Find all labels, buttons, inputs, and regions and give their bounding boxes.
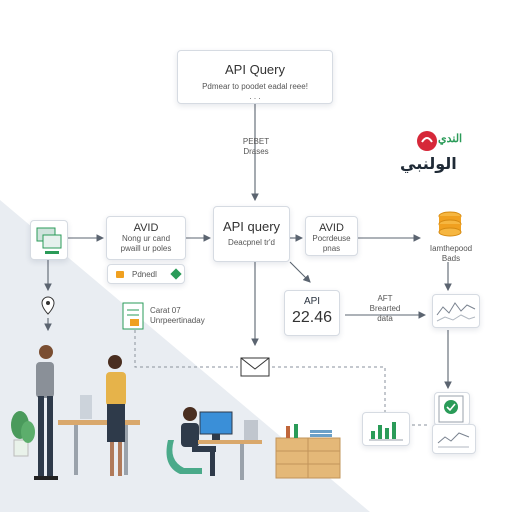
tag-box[interactable]: Pdnedl — [107, 264, 185, 284]
bar-chart-card[interactable] — [362, 412, 410, 446]
logo-mark-icon — [417, 131, 437, 151]
document-icon — [122, 302, 144, 330]
avid-right-line2: pnas — [322, 244, 341, 253]
top-box-title: API Query — [225, 62, 285, 77]
api-mid-title: API query — [222, 219, 281, 234]
laptop-icon — [36, 227, 62, 254]
dashed-mail-to-right — [272, 366, 386, 415]
avid-right-title: AVID — [319, 222, 344, 234]
tag-check-icon — [170, 268, 182, 280]
avid-left-box[interactable]: AVID Nong ur cand pwaill ur poles — [106, 216, 186, 260]
top-box-subtitle: Pdmear to poodet eadal reee! — [202, 82, 308, 91]
doc-label: Carat 07 Unrpeertinaday — [150, 306, 205, 325]
mail-icon[interactable] — [240, 357, 270, 377]
brand-logo: الندي الولنبي — [394, 126, 478, 176]
location-pin-icon — [41, 296, 55, 315]
avid-right-line1: Pocrdeuse — [312, 234, 351, 243]
right-label: AFT Brearted data — [369, 294, 401, 323]
avid-left-line1: Nong ur cand — [121, 234, 171, 243]
logo-mark-text: الندي — [438, 133, 463, 145]
line-chart-card[interactable] — [432, 294, 480, 328]
line-chart-icon — [436, 302, 476, 322]
database-icon — [438, 211, 462, 237]
avid-left-title: AVID — [133, 222, 159, 234]
report-icon — [437, 432, 470, 448]
api-value-title: API — [303, 296, 321, 307]
top-box-dots: . . . — [249, 92, 261, 101]
tag-text: Pdnedl — [132, 270, 157, 279]
logo-text: الولنبي — [400, 154, 457, 173]
api-value-number: 22.46 — [291, 309, 333, 326]
avid-right-box[interactable]: AVID Pocrdeuse pnas — [305, 216, 358, 256]
laptop-card[interactable] — [30, 220, 68, 260]
api-value-box[interactable]: API 22.46 — [284, 290, 340, 336]
api-query-top-box[interactable]: API Query Pdmear to poodet eadal reee! .… — [177, 50, 333, 104]
api-query-mid-box[interactable]: API query Deacpnel tr'd — [213, 206, 290, 262]
tag-icon — [116, 271, 124, 278]
dashed-doc-to-mail — [134, 330, 238, 368]
bar-chart-icon — [369, 422, 403, 441]
arrow-api-to-value — [289, 261, 311, 283]
avid-left-line2: pwaill ur poles — [120, 244, 172, 253]
db-label: Iamthepood Bads — [429, 244, 473, 263]
report-card[interactable] — [432, 424, 476, 454]
approved-doc-icon — [438, 395, 464, 423]
connector-label: PEBET Drases — [242, 137, 270, 156]
api-mid-subtitle: Deacpnel tr'd — [228, 238, 275, 247]
document-approved-card[interactable] — [434, 392, 470, 426]
